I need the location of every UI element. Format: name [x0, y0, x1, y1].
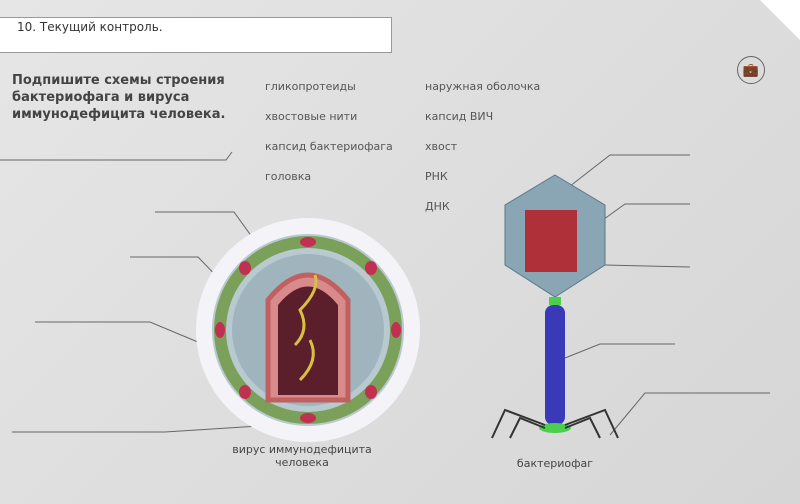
term-rna[interactable]: РНК — [425, 170, 448, 183]
answer-line[interactable] — [35, 321, 206, 346]
term-tail[interactable]: хвост — [425, 140, 458, 153]
bacteriophage-illustration — [491, 174, 619, 439]
task-instruction: Подпишите схемы строения бактериофага и … — [12, 72, 225, 123]
answer-line[interactable] — [0, 151, 233, 161]
task-line: бактериофага и вируса — [12, 90, 190, 105]
caption-line: вирус иммунодефицита — [232, 443, 372, 456]
term-tail-fibers[interactable]: хвостовые нити — [265, 110, 358, 123]
term-hiv-capsid[interactable]: капсид ВИЧ — [425, 110, 494, 123]
task-line: Подпишите схемы строения — [12, 73, 225, 88]
hiv-caption: вирус иммунодефицита человека — [222, 443, 382, 469]
answer-line[interactable] — [564, 154, 690, 191]
page-title: 10. Текущий контроль. — [17, 20, 163, 34]
page-curl — [760, 0, 800, 40]
term-dna[interactable]: ДНК — [425, 200, 450, 213]
term-head[interactable]: головка — [265, 170, 312, 183]
answer-line[interactable] — [564, 343, 675, 359]
briefcase-icon: 💼 — [742, 62, 760, 78]
term-phage-capsid[interactable]: капсид бактериофага — [265, 140, 393, 153]
answer-line[interactable] — [604, 264, 691, 268]
caption-line: человека — [275, 456, 329, 469]
answer-line[interactable] — [599, 203, 690, 223]
briefcase-button[interactable]: 💼 — [737, 56, 765, 84]
phage-caption: бактериофаг — [516, 457, 594, 470]
answer-line[interactable] — [609, 392, 770, 436]
hiv-illustration — [196, 218, 420, 442]
term-outer-envelope[interactable]: наружная оболочка — [425, 80, 541, 93]
answer-line[interactable] — [12, 424, 276, 433]
title-box: 10. Текущий контроль. — [0, 17, 392, 53]
task-line: иммунодефицита человека. — [12, 107, 226, 122]
term-glycoproteins[interactable]: гликопротеиды — [265, 80, 356, 93]
